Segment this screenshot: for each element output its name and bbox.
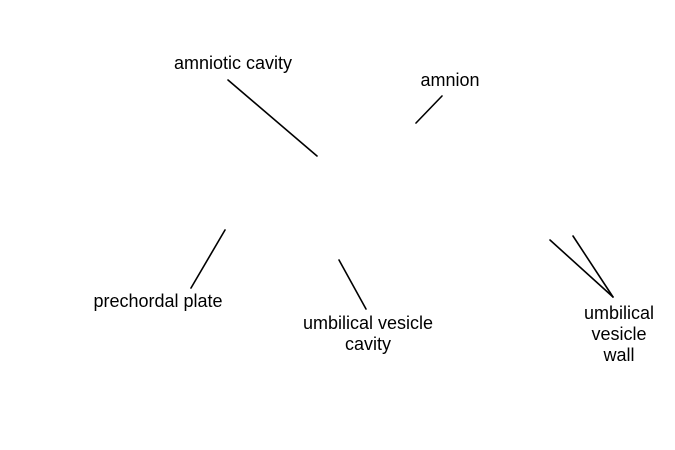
label-prechordal-plate: prechordal plate [82,291,234,312]
leader-line-amniotic-cavity [227,79,318,157]
leader-line-prechordal-plate [190,229,226,289]
label-umbilical-vesicle-cavity-line-1: umbilical vesicle [302,313,434,333]
label-umbilical-vesicle-cavity-line-2: cavity [344,334,391,354]
leader-line-umbilical-vesicle-wall-1 [549,239,614,298]
label-umbilical-vesicle-wall-line-2: vesicle [591,324,647,344]
leader-line-amnion [415,95,443,124]
label-amniotic-cavity-text: amniotic cavity [173,53,293,73]
label-umbilical-vesicle-wall-line-3: wall [603,345,635,365]
label-amnion: amnion [410,70,490,91]
label-umbilical-vesicle-cavity: umbilical vesicle cavity [288,313,448,355]
label-prechordal-plate-text: prechordal plate [93,291,223,311]
label-umbilical-vesicle-wall-line-1: umbilical [583,303,655,323]
label-amniotic-cavity: amniotic cavity [150,53,316,74]
label-umbilical-vesicle-wall: umbilical vesicle wall [567,303,671,366]
leader-line-umbilical-vesicle-cavity [338,259,367,310]
label-amnion-text: amnion [420,70,480,90]
leader-line-umbilical-vesicle-wall-2 [572,235,614,298]
